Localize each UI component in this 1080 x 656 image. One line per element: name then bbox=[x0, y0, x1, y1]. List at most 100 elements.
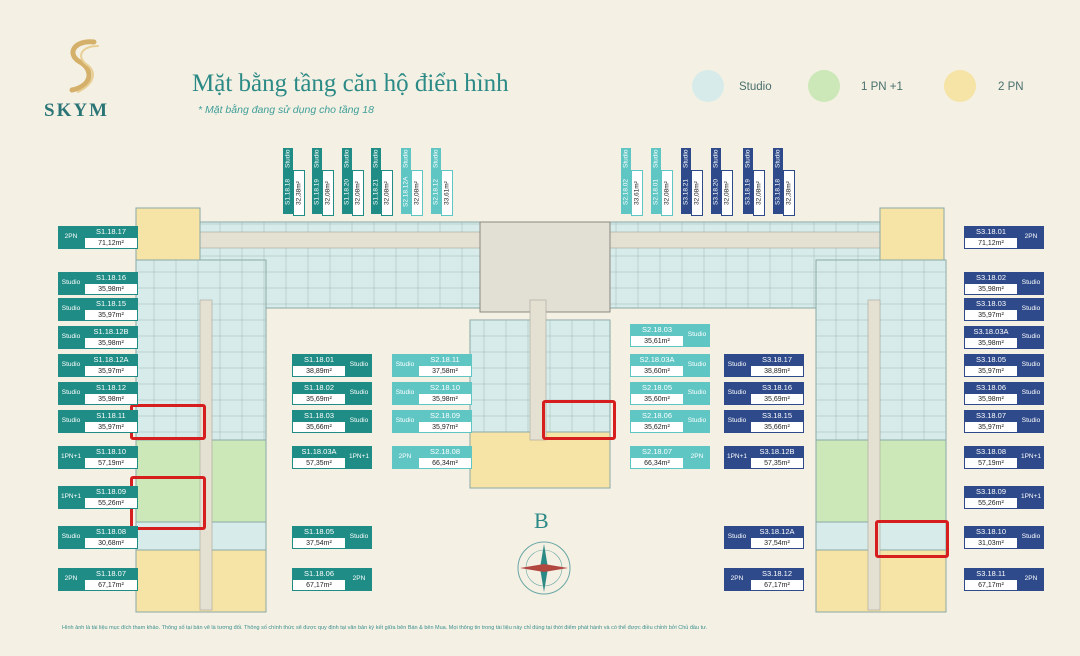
unit-type: 1PN+1 bbox=[58, 446, 84, 469]
unit-code: S1.18.11 bbox=[84, 410, 138, 421]
unit-area: 35,97m² bbox=[84, 421, 138, 433]
unit-area: 35,98m² bbox=[84, 393, 138, 405]
unit-area: 35,97m² bbox=[418, 421, 472, 433]
unit-area: 35,97m² bbox=[84, 309, 138, 321]
unit-area: 37,58m² bbox=[418, 365, 472, 377]
unit-code: S3.18.06 bbox=[964, 382, 1018, 393]
unit-area: 35,66m² bbox=[292, 421, 346, 433]
unit-code: S1.18.12A bbox=[84, 354, 138, 365]
unit-code: S3.18.12B bbox=[750, 446, 804, 457]
unit-type: 2PN bbox=[1018, 226, 1044, 249]
unit-area: 35,69m² bbox=[292, 393, 346, 405]
unit-area: 67,17m² bbox=[964, 579, 1018, 591]
unit-code: S1.18.12B bbox=[84, 326, 138, 337]
unit-code: S1.18.20 bbox=[342, 170, 352, 214]
unit-type: 1PN+1 bbox=[1018, 446, 1044, 469]
unit-code: S3.18.01 bbox=[964, 226, 1018, 237]
unit-code: S1.18.18 bbox=[283, 170, 293, 214]
unit-type: 2PN bbox=[346, 568, 372, 591]
unit-type: Studio bbox=[684, 354, 710, 377]
unit-code: S1.18.12 bbox=[84, 382, 138, 393]
unit-type: 1PN+1 bbox=[346, 446, 372, 469]
unit-type: Studio bbox=[312, 148, 322, 170]
unit-code: S1.18.08 bbox=[84, 526, 138, 537]
unit-area: 31,03m² bbox=[964, 537, 1018, 549]
unit-type: Studio bbox=[724, 410, 750, 433]
unit-code: S2.18.09 bbox=[418, 410, 472, 421]
unit-type: Studio bbox=[346, 526, 372, 549]
unit-code: S1.18.03A bbox=[292, 446, 346, 457]
unit-type: Studio bbox=[1018, 382, 1044, 405]
unit-area: 32,08m² bbox=[691, 170, 703, 216]
unit-code: S2.18.10 bbox=[418, 382, 472, 393]
unit-type: Studio bbox=[621, 148, 631, 170]
unit-code: S3.18.17 bbox=[750, 354, 804, 365]
unit-code: S3.18.03A bbox=[964, 326, 1018, 337]
page-subtitle: * Mặt bằng đang sử dụng cho tầng 18 bbox=[198, 104, 374, 116]
unit-area: 35,66m² bbox=[750, 421, 804, 433]
unit-area: 57,35m² bbox=[292, 457, 346, 469]
highlight-s1-18-11 bbox=[130, 404, 206, 440]
unit-area: 35,97m² bbox=[964, 365, 1018, 377]
unit-type: Studio bbox=[431, 148, 441, 170]
unit-area: 35,97m² bbox=[964, 421, 1018, 433]
unit-type: Studio bbox=[346, 410, 372, 433]
unit-code: S3.18.11 bbox=[964, 568, 1018, 579]
unit-area: 35,98m² bbox=[964, 393, 1018, 405]
unit-area: 35,60m² bbox=[630, 365, 684, 377]
unit-area: 35,62m² bbox=[630, 421, 684, 433]
unit-type: Studio bbox=[1018, 298, 1044, 321]
unit-area: 37,54m² bbox=[750, 537, 804, 549]
legend-label-1pn: 1 PN +1 bbox=[861, 81, 903, 93]
unit-type: Studio bbox=[392, 354, 418, 377]
unit-code: S1.18.09 bbox=[84, 486, 138, 497]
unit-area: 55,26m² bbox=[964, 497, 1018, 509]
unit-type: Studio bbox=[773, 148, 783, 170]
unit-area: 35,61m² bbox=[630, 335, 684, 347]
unit-type: 2PN bbox=[724, 568, 750, 591]
unit-code: S2.18.03A bbox=[630, 354, 684, 365]
legend-label-2pn: 2 PN bbox=[998, 81, 1024, 93]
unit-area: 35,98m² bbox=[964, 283, 1018, 295]
legend-swatch-studio bbox=[692, 70, 724, 102]
unit-area: 35,98m² bbox=[418, 393, 472, 405]
legend-swatch-1pn bbox=[808, 70, 840, 102]
unit-type: Studio bbox=[58, 354, 84, 377]
